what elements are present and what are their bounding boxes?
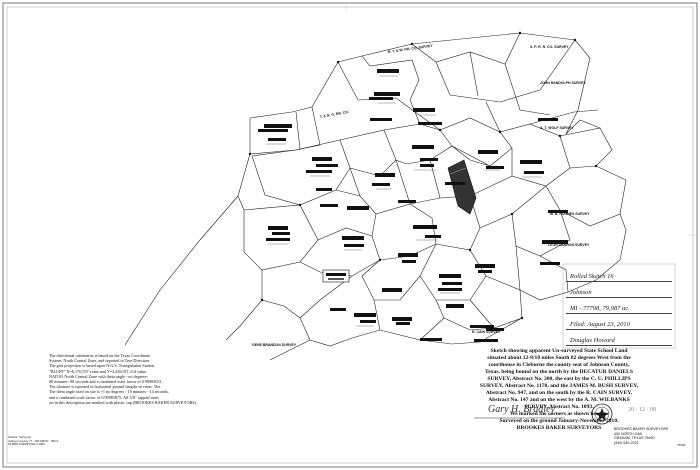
note-line: System, North Central Zone, and reported… <box>49 358 151 364</box>
title-line: SURVEY, Abstract No. 1093. <box>524 404 594 410</box>
tract-detail-text <box>266 75 542 327</box>
title-line: Abstract No. 947, and on the south by th… <box>485 390 633 396</box>
surveyor-line: BROOKES BAKER SURVEYORS <box>614 427 669 431</box>
svg-text:20 · 12 · 08: 20 · 12 · 08 <box>628 407 656 413</box>
tract-label: S. P. R. R. CO. SURVEY <box>530 45 569 49</box>
boundary-survey-labels: B. T. & W. RR. CO. SURVEY S. P. R. R. CO… <box>252 44 590 347</box>
title-line: Sketch showing apparent Un-surveyed Stat… <box>490 348 628 354</box>
title-strip-line: 01 8891 SURVEYING 0 1000 <box>8 442 45 447</box>
tract-label: R. CAIN SURVEY <box>472 330 501 334</box>
note-line: The theta angle used on site is +1 no de… <box>49 389 170 395</box>
sketch-title-block: Sketch showing apparent Un-surveyed Stat… <box>446 348 672 432</box>
note-line: The distance is reported in horizontal g… <box>49 384 161 390</box>
title-line: Texas, being bound on the north by the D… <box>485 369 633 375</box>
tract-label: A. T. WOLF SURVEY <box>540 126 574 130</box>
tract-label: GENE BRANDON SURVEY <box>252 343 297 347</box>
tract-label: JOHN RANDOLPH SURVEY <box>540 81 586 85</box>
stamp-line: Douglas Howard <box>570 337 615 344</box>
title-line: Abstract No. 147 and on the west by the … <box>488 397 630 403</box>
title-line: SURVEY, Abstract No. 200, the east by th… <box>487 376 631 382</box>
title-strip-line: Johnson County 77 - 160 198 07 - 500 0 <box>8 438 59 443</box>
title-line: BROOKES BAKER SURVEYORS <box>516 425 602 431</box>
tract-label: M. B. HUGHES SURVEY <box>550 212 590 216</box>
stamp-line: Rolled Sketch 16 <box>570 273 614 280</box>
tract-label: B. T. & W. RR. CO. SURVEY <box>388 44 434 54</box>
corner-number-marks: 20 · 12 · 08 <box>628 407 656 413</box>
note-line: set in this description are marked with … <box>49 399 198 405</box>
note-line: The grid projection is based upon N.G.S.… <box>49 363 155 369</box>
title-line: courthouse in Cleburne the county seat o… <box>488 362 630 368</box>
stamp-line: Filed: August 23, 2010 <box>570 321 630 328</box>
title-strip-line: Grantor: Surveyed <box>8 435 31 439</box>
corner-monuments <box>248 31 598 320</box>
note-line: and a combined scale factor of 0.9998387… <box>49 394 159 400</box>
note-line: 00 minutes- 00 seconds and a combined sc… <box>49 379 163 385</box>
tract-label: LEON CANNON SURVEY <box>548 243 590 247</box>
sheet-number: 76504 <box>677 443 686 447</box>
surveyor-seal <box>591 403 613 425</box>
survey-notes: The directional orientation is based on … <box>49 353 281 405</box>
boxed-tract-label <box>322 269 350 283</box>
title-line: We marked the corners as shown hereon. <box>509 411 609 417</box>
note-line: NAD 83 North Central Zone with theta ang… <box>49 373 148 379</box>
note-line: "BLUFF" N=6,170,557 value and Y=2,436,07… <box>49 368 148 374</box>
title-line: SURVEY, Abstract No. 1170, and the JAMES… <box>479 383 639 389</box>
tract-owner-boxes <box>258 69 568 342</box>
surveyor-line: (940) 549-2021 <box>614 440 639 445</box>
filing-stamp-frame <box>562 263 676 349</box>
stamp-line: Johnson <box>570 289 592 296</box>
title-line: Surveyed on the ground January-November … <box>499 418 619 424</box>
surveyor-address: BROOKES BAKER SURVEYORS 400 NORTH OAK GR… <box>614 427 669 445</box>
surveyor-signature: Gary H. Bradley <box>488 404 555 415</box>
note-line: The directional orientation is based on … <box>49 353 150 358</box>
surveyor-line: GRAHAM, TEXAS 76450 <box>614 436 655 441</box>
surveyor-line: 400 NORTH OAK <box>614 431 643 436</box>
title-line: situated about 12-8/10 miles South 82 de… <box>487 355 631 361</box>
stamp-line: MI - 77798, 79,987 ac. <box>570 305 630 312</box>
filing-stamp: Rolled Sketch 16 Johnson MI - 77798, 79,… <box>566 268 672 348</box>
tract-label: T. & N. O. RR. CO. <box>319 110 349 119</box>
title-strip: Grantor: Surveyed Johnson County 77 - 16… <box>8 435 59 447</box>
hatched-tract <box>447 159 477 215</box>
